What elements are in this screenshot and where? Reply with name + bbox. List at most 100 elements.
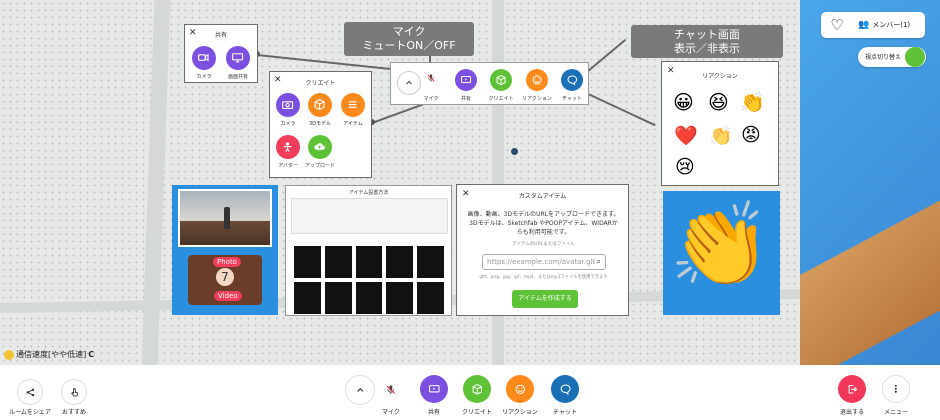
chat-callout-text: チャット画面 表示／非表示 — [674, 28, 740, 55]
avatar-thumb[interactable] — [417, 246, 444, 278]
cube-icon — [472, 383, 482, 395]
scene-cursor-dot — [511, 148, 518, 155]
mic-label: マイク — [382, 409, 400, 416]
menu-label: メニュー — [883, 409, 908, 416]
share-panel: ✕ 共有 カメラ 画面共有 — [184, 24, 258, 83]
chevron-up-icon[interactable] — [397, 71, 421, 95]
reaction-panel: ✕ リアクション 😀 😆 👏 ❤️ 👏 😡 😢 — [661, 61, 779, 186]
item-placement-title: アイテム設置方法 — [348, 190, 389, 196]
mini-create-label: クリエイト — [488, 96, 514, 102]
recommend-label: おすすめ — [61, 409, 86, 416]
emoji-clap-light[interactable]: 👏 — [709, 125, 733, 147]
create-panel: ✕ クリエイト カメラ 3Dモデル アイテム アバター アップロード — [269, 71, 372, 178]
avatar-icon[interactable] — [276, 135, 300, 159]
viewpoint-label: 視点切り替え — [865, 54, 902, 61]
avatar-thumb[interactable] — [386, 282, 414, 314]
members-button[interactable]: 👥 メンバー(1) — [858, 17, 910, 33]
photo-counter: 7 — [216, 268, 234, 286]
viewpoint-switch[interactable]: 視点切り替え — [858, 47, 926, 67]
close-icon[interactable]: ✕ — [274, 75, 282, 85]
close-icon[interactable]: ✕ — [667, 66, 675, 76]
create-upload-label: アップロード — [304, 163, 335, 169]
photo-card: Photo 7 Video — [172, 185, 278, 315]
share-room-label: ルームをシェア — [9, 409, 51, 416]
share-screen-icon — [428, 384, 440, 393]
instruction-screenshots — [291, 198, 448, 234]
attach-icon[interactable]: ⌕ — [596, 257, 601, 266]
avatar-thumb[interactable] — [324, 246, 352, 278]
file-type-hint: gltf、png、jpg、gif、mp4、またはmp3ファイルを使用できます — [479, 275, 608, 280]
create-item-button[interactable]: アイテムを作成する — [512, 290, 578, 308]
monitor-icon[interactable] — [226, 46, 250, 70]
avatar-thumb[interactable] — [386, 246, 414, 278]
top-right-bar: ♡ 👥 メンバー(1) — [821, 12, 925, 38]
clap-reaction-board: 👏 — [663, 191, 780, 315]
list-icon[interactable] — [341, 93, 365, 117]
share-screen-icon[interactable] — [455, 69, 477, 91]
emoji-grin[interactable]: 😀 — [673, 90, 694, 114]
emoji-angry[interactable]: 😡 — [741, 124, 761, 146]
network-status-dot-icon — [4, 349, 14, 360]
chat-label: チャット — [553, 409, 577, 416]
smile-icon[interactable] — [526, 69, 548, 91]
mic-muted-icon[interactable] — [422, 67, 440, 89]
share-button[interactable] — [420, 375, 448, 403]
clap-emoji: 👏 — [669, 198, 772, 293]
exit-icon — [848, 384, 857, 394]
avatar-thumb[interactable] — [294, 246, 321, 278]
connector-dot — [369, 119, 375, 125]
avatar-thumb[interactable] — [417, 282, 444, 314]
create-label: クリエイト — [461, 409, 492, 416]
avatar-thumbnail-grid[interactable] — [294, 246, 444, 314]
item-placement-panel: アイテム設置方法 — [285, 185, 452, 316]
menu-button[interactable] — [882, 375, 910, 403]
camera-icon[interactable] — [276, 93, 300, 117]
room-scene[interactable] — [0, 0, 940, 365]
share-screen-label: 画面共有 — [227, 74, 248, 80]
mic-muted-icon — [386, 385, 396, 395]
mini-chat-label: チャット — [562, 96, 582, 102]
emoji-heart[interactable]: ❤️ — [674, 125, 698, 147]
avatar-thumb[interactable] — [324, 282, 352, 314]
mini-reaction-label: リアクション — [522, 96, 552, 102]
network-status-label: 通信速度[やや低速] — [16, 350, 87, 359]
emoji-clap[interactable]: 👏 — [740, 90, 765, 114]
emoji-cry[interactable]: 😢 — [675, 156, 695, 178]
close-icon[interactable]: ✕ — [462, 189, 470, 199]
mic-callout: マイク ミュートON／OFF — [344, 22, 474, 56]
avatar-thumb[interactable] — [355, 246, 383, 278]
refresh-icon[interactable]: C — [88, 350, 95, 359]
avatar-thumb[interactable] — [294, 282, 321, 314]
video-label[interactable]: Video — [214, 291, 242, 301]
custom-item-panel: ✕ カスタムアイテム 画像、動画、3DモデルのURLをアップロードできます。3D… — [456, 184, 629, 316]
heart-icon[interactable]: ♡ — [830, 16, 844, 34]
bottom-toolbar: ルームをシェア おすすめ マイク 共有 クリエイト リアクション チャット 退出… — [0, 365, 940, 420]
cube-icon[interactable] — [308, 93, 332, 117]
chat-bubble-icon[interactable] — [561, 69, 583, 91]
cloud-upload-icon[interactable] — [308, 135, 332, 159]
cube-icon[interactable] — [490, 69, 512, 91]
url-field-label: アイテムのURLまたはファイル — [512, 242, 575, 247]
exit-label: 退出する — [839, 409, 864, 416]
chat-callout: チャット画面 表示／非表示 — [631, 25, 783, 58]
reaction-button[interactable] — [506, 375, 534, 403]
close-icon[interactable]: ✕ — [189, 28, 197, 38]
emoji-laugh[interactable]: 😆 — [708, 90, 729, 114]
video-camera-icon[interactable] — [192, 46, 216, 70]
user-avatar-icon[interactable] — [905, 47, 925, 67]
create-button[interactable] — [463, 375, 491, 403]
avatar-thumb[interactable] — [355, 282, 383, 314]
expand-toolbar-button[interactable] — [345, 375, 375, 405]
reaction-panel-title: リアクション — [702, 73, 738, 80]
chat-button[interactable] — [551, 375, 579, 403]
exit-button[interactable] — [838, 375, 866, 403]
custom-item-description: 画像、動画、3DモデルのURLをアップロードできます。3Dモデルは、Sketch… — [467, 211, 620, 236]
share-room-button[interactable] — [17, 379, 43, 405]
mini-toolbar: マイク 共有 クリエイト リアクション チャット — [390, 62, 589, 105]
pointer-hand-icon — [70, 387, 78, 396]
url-input[interactable]: https://example.com/avatar.glt ⌕ — [482, 254, 606, 270]
custom-item-title: カスタムアイテム — [518, 193, 567, 200]
photo-label[interactable]: Photo — [213, 257, 241, 267]
recommend-button[interactable] — [61, 379, 87, 405]
mic-toggle-button[interactable] — [378, 375, 404, 405]
